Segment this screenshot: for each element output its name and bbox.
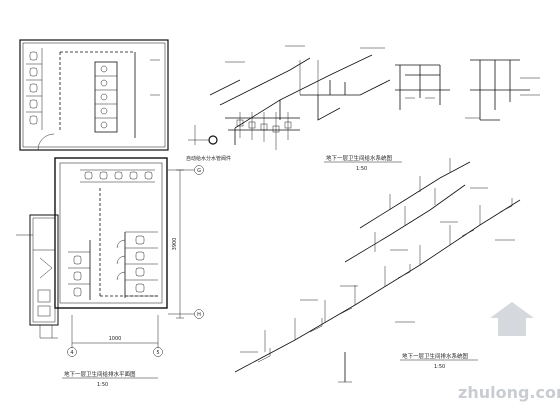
plan-vertical-dimension: 3900 bbox=[172, 169, 184, 319]
watermark: zhulong.com bbox=[458, 302, 560, 402]
lower-room-outline bbox=[54, 157, 168, 309]
axis-markers-right: G H bbox=[168, 165, 204, 319]
upper-room-inner-wall bbox=[22, 42, 166, 148]
legend-area: 自动给水分水管阀件 bbox=[186, 125, 231, 162]
watermark-text: zhulong.com bbox=[458, 383, 560, 402]
supply-system-diagram: 地下一层卫生间给水系统图 1:50 bbox=[209, 45, 540, 172]
drainage-system-title: 地下一层卫生间排水系统图 bbox=[402, 352, 469, 360]
upper-left-stalls bbox=[26, 48, 43, 130]
lower-stalls bbox=[116, 231, 158, 298]
drainage-system-scale: 1:50 bbox=[434, 364, 445, 370]
supply-system-title: 地下一层卫生间给水系统图 bbox=[326, 154, 393, 162]
axis-right-top-label: G bbox=[197, 168, 201, 174]
drainage-system-diagram: 地下一层卫生间排水系统图 1:50 bbox=[234, 158, 521, 383]
upper-room-outline bbox=[19, 39, 169, 151]
axis-bottom-left-label: 4 bbox=[70, 350, 73, 356]
plan-title: 地下一层卫生间给排水平面图 bbox=[64, 370, 136, 378]
axis-bottom-right-label: 5 bbox=[156, 350, 159, 356]
plan-scale: 1:50 bbox=[97, 382, 108, 388]
legend-label: 自动给水分水管阀件 bbox=[186, 155, 231, 162]
axis-right-bottom-label: H bbox=[197, 312, 201, 318]
watermark-logo-icon bbox=[490, 302, 534, 336]
upper-right-fixtures bbox=[59, 51, 160, 138]
lower-left-stalls bbox=[68, 188, 160, 300]
plan-bottom-dimension: 1000 4 5 bbox=[67, 315, 163, 357]
plan-vertical-dimension-text: 3900 bbox=[172, 238, 178, 251]
plan-horizontal-dimension-text: 1000 bbox=[109, 336, 122, 342]
lower-room-inner-wall bbox=[59, 162, 163, 304]
door-arc-upper bbox=[37, 133, 55, 151]
floor-plan: 3900 G H 1000 4 5 地下一层卫生间给排水平面图 1:50 bbox=[16, 39, 204, 388]
lower-top-fixtures bbox=[80, 169, 155, 183]
supply-system-scale: 1:50 bbox=[356, 166, 367, 172]
plan-annex bbox=[16, 214, 59, 339]
